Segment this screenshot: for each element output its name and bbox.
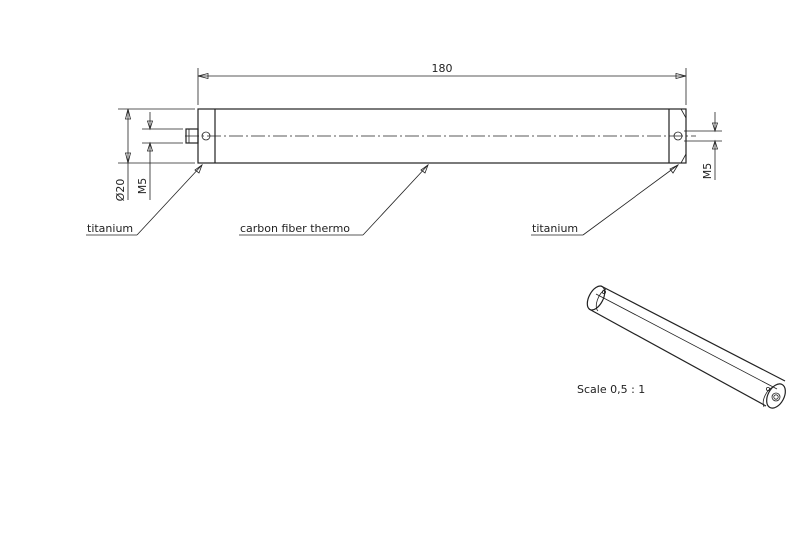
left-material-leader: titanium [86,163,203,236]
tube-material-leader: carbon fiber thermo [239,163,429,236]
diameter-dimension: Ø20 [114,108,195,202]
right-cross-hole [673,131,683,141]
diameter-dimension-label: Ø20 [114,179,127,202]
right-thread-label: M5 [701,163,714,180]
tube-front-view [185,108,696,164]
right-material-leader: titanium [531,164,680,236]
left-cross-hole [201,131,211,141]
m5-stud [185,128,199,144]
right-material-label: titanium [532,222,578,235]
isometric-view [586,285,786,409]
right-thread-dimension: M5 [684,112,722,180]
left-material-label: titanium [87,222,133,235]
length-dimension-label: 180 [432,62,453,75]
right-end-chamfer [680,108,687,164]
iso-far-end [586,285,606,311]
left-thread-label: M5 [136,178,149,195]
scale-note: Scale 0,5 : 1 [577,383,645,396]
length-dimension: 180 [197,62,687,105]
left-thread-dimension: M5 [136,112,183,200]
iso-near-end [766,383,786,409]
tube-material-label: carbon fiber thermo [240,222,350,235]
iso-thread-hole [771,392,781,402]
